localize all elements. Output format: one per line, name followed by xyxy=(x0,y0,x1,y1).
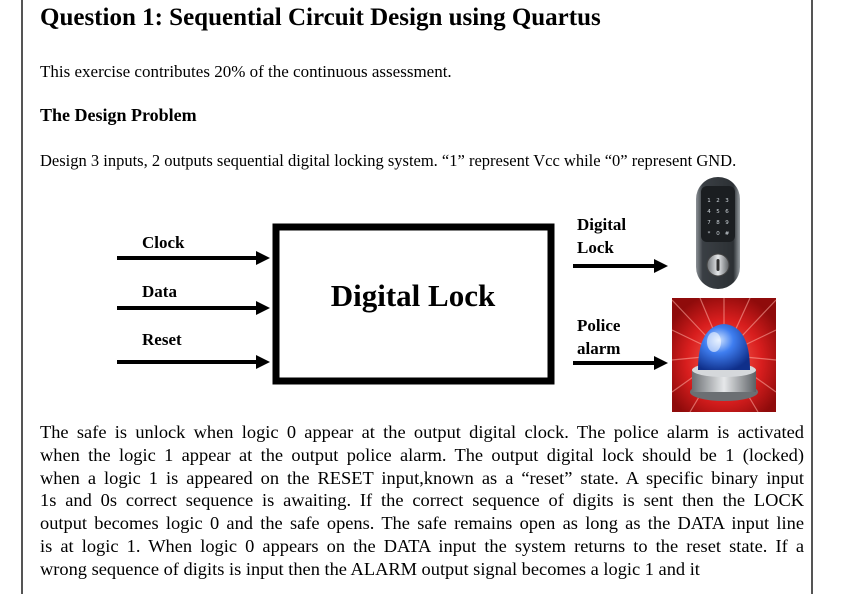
keypad-lock-icon: 1 2 3 4 5 6 7 8 9 * 0 # xyxy=(696,177,740,289)
description-paragraph: The safe is unlock when logic 0 appear a… xyxy=(40,421,804,581)
key-9: 9 xyxy=(725,220,729,226)
input-label-reset: Reset xyxy=(142,330,182,349)
output-label-lock: Lock xyxy=(577,238,614,257)
block-label: Digital Lock xyxy=(331,278,496,313)
output-label-alarm: alarm xyxy=(577,339,620,358)
output-arrow-lock xyxy=(573,259,668,273)
key-1: 1 xyxy=(707,198,711,204)
input-label-data: Data xyxy=(142,282,177,301)
key-3: 3 xyxy=(725,198,729,204)
description-line-6: is at logic 1. When logic 0 appears on t… xyxy=(40,535,804,556)
key-5: 5 xyxy=(716,209,720,215)
key-0: 0 xyxy=(716,231,720,237)
question-title: Question 1: Sequential Circuit Design us… xyxy=(40,4,601,31)
key-6: 6 xyxy=(725,209,729,215)
digital-lock-block xyxy=(272,223,555,385)
input-label-clock: Clock xyxy=(142,233,185,252)
input-arrow-data xyxy=(117,301,270,315)
description-line-7: wrong sequence of digits is input then t… xyxy=(40,558,700,579)
page-right-border xyxy=(811,0,813,594)
key-4: 4 xyxy=(707,209,711,215)
output-arrow-alarm xyxy=(573,356,668,370)
design-statement: Design 3 inputs, 2 outputs sequential di… xyxy=(40,151,737,170)
output-label-digital: Digital xyxy=(577,215,626,234)
description-line-5: output becomes logic 0 and the safe open… xyxy=(40,513,804,534)
input-arrow-clock xyxy=(117,251,270,265)
description-line-2: when the logic 1 appear at the output po… xyxy=(40,444,804,465)
key-7: 7 xyxy=(707,220,711,226)
description-line-3: when a logic 1 is appeared on the RESET … xyxy=(40,467,804,488)
key-2: 2 xyxy=(716,198,720,204)
intro-paragraph: This exercise contributes 20% of the con… xyxy=(40,62,452,81)
description-line-4: 1s and 0s correct sequence is awaiting. … xyxy=(40,490,804,511)
section-heading: The Design Problem xyxy=(40,105,197,125)
output-label-police: Police xyxy=(577,316,621,335)
description-line-1: The safe is unlock when logic 0 appear a… xyxy=(40,422,804,442)
key-8: 8 xyxy=(716,220,720,226)
input-arrow-reset xyxy=(117,355,270,369)
key-hash: # xyxy=(725,231,730,237)
key-star: * xyxy=(708,231,711,237)
police-siren-icon xyxy=(671,297,777,413)
page-left-border xyxy=(21,0,23,594)
